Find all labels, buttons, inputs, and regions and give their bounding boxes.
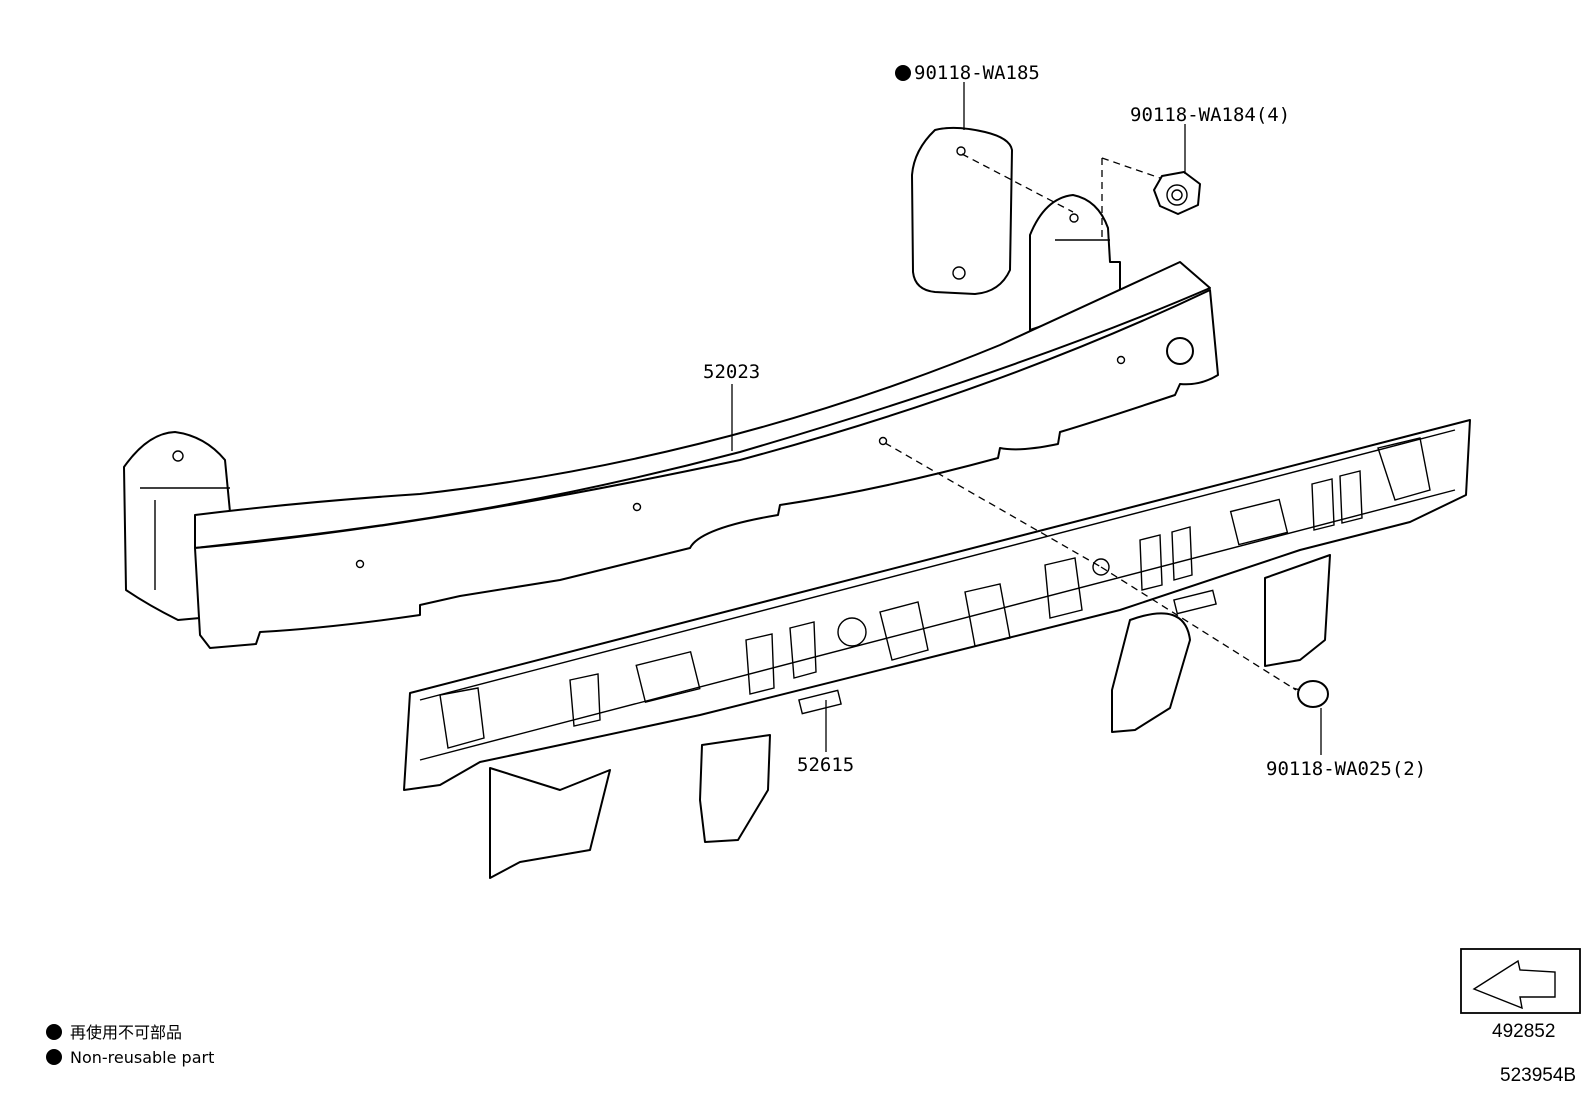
leader-lines: [731, 82, 1322, 755]
illustration-code: 523954B: [1500, 1065, 1576, 1086]
mounting-plate: [911, 126, 1013, 295]
reference-box: 492852: [1460, 948, 1581, 1042]
legend-bullet-icon: [46, 1049, 62, 1065]
energy-absorber: [403, 419, 1471, 879]
callout-nut: 90118-WA184(4): [1130, 104, 1290, 126]
legend-japanese: 再使用不可部品: [70, 1023, 182, 1042]
legend-english: Non-reusable part: [70, 1048, 214, 1067]
legend-bullet-icon: [46, 1024, 62, 1040]
reference-number: 492852: [1492, 1021, 1555, 1042]
legend: 再使用不可部品 Non-reusable part: [46, 1023, 214, 1067]
callout-absorber: 52615: [797, 754, 854, 776]
flange-nut: [1153, 171, 1201, 215]
bumper-reinforcement: [123, 194, 1219, 649]
callout-reinforcement: 52023: [703, 361, 760, 383]
callout-clip: 90118-WA025(2): [1266, 758, 1426, 780]
direction-arrow-icon: [1472, 959, 1556, 1010]
callout-plate: 90118-WA185: [914, 62, 1040, 84]
push-clip: [1292, 680, 1329, 708]
non-reusable-marker: [895, 65, 911, 81]
assembly-lines: [884, 153, 1297, 691]
